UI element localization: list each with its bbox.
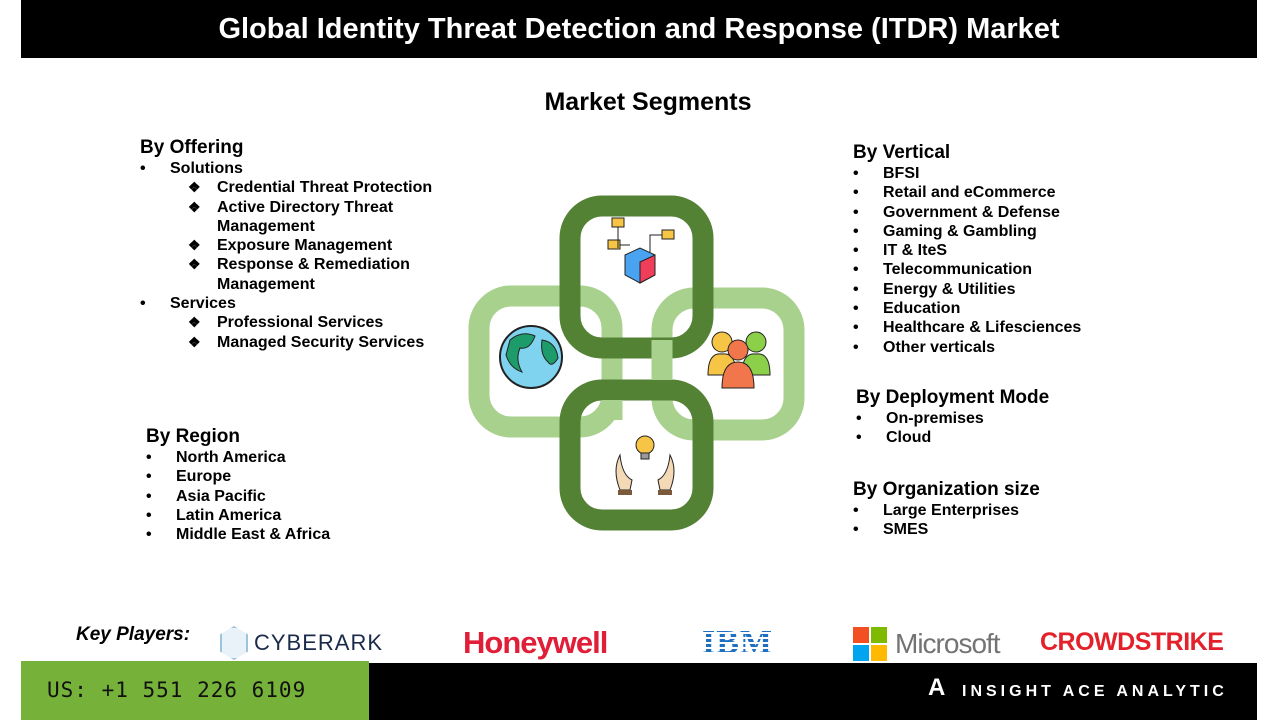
logo-microsoft: Microsoft [853,627,1001,661]
vertical-heading: By Vertical [853,142,951,163]
diamond-bullet-icon: ❖ [188,256,201,273]
list-item: BFSI [853,164,1081,184]
list-item: ❖Response & Remediation Management [188,256,410,293]
network-cube-icon [607,217,675,284]
region-block: By Region North America Europe Asia Paci… [146,426,330,545]
org-size-heading: By Organization size [853,479,1040,500]
list-item: ❖Active Directory Threat Management [188,198,394,235]
list-item: ❖Credential Threat Protection [188,179,433,197]
diamond-bullet-icon: ❖ [188,237,201,254]
left-link [468,285,623,438]
diamond-bullet-icon: ❖ [188,333,201,350]
bottom-link [559,379,714,531]
diamond-bullet-icon: ❖ [188,198,201,215]
insight-ace-logo-icon: A [928,674,946,701]
list-item: Education [853,299,1081,319]
list-item: Gaming & Gambling [853,222,1081,242]
list-item: Asia Pacific [146,487,330,507]
brand-name: INSIGHT ACE ANALYTIC [962,683,1228,700]
cyberark-hex-icon [220,626,248,660]
list-item: Telecommunication [853,260,1081,280]
diamond-bullet-icon: ❖ [188,314,201,331]
deployment-block: By Deployment Mode On-premises Cloud [856,387,1049,448]
top-link [559,195,714,359]
microsoft-squares-icon [853,627,887,661]
segments-chain-diagram [468,195,805,531]
list-item: ❖Professional Services [188,314,384,332]
list-item: Energy & Utilities [853,280,1081,300]
list-item: Healthcare & Lifesciences [853,318,1081,338]
list-item: IT & IteS [853,241,1081,261]
logo-crowdstrike: CROWDSTRIKE [1040,628,1224,656]
segments-title: Market Segments [544,88,752,116]
list-item: ❖Exposure Management [188,237,393,255]
list-item: SMES [853,520,1040,540]
page-title: Global Identity Threat Detection and Res… [21,0,1257,58]
footer-bar [369,663,1257,720]
logo-honeywell: Honeywell [463,625,608,660]
offering-block: By Offering Solutions ❖Credential Threat… [140,137,460,352]
vertical-block: By Vertical BFSI Retail and eCommerce Go… [853,142,1081,357]
list-item: Middle East & Africa [146,525,330,545]
region-heading: By Region [146,426,240,447]
phone-number: US: +1 551 226 6109 [21,661,369,720]
org-size-block: By Organization size Large Enterprises S… [853,479,1040,540]
people-group-icon [707,331,771,389]
key-players-label: Key Players: [76,624,191,645]
list-item: Cloud [856,428,1049,448]
diamond-bullet-icon: ❖ [188,179,201,196]
globe-icon [499,325,563,389]
deployment-heading: By Deployment Mode [856,387,1050,408]
list-item: Europe [146,467,330,487]
list-item: Latin America [146,506,330,526]
list-item: Large Enterprises [853,501,1040,521]
logo-ibm: IBM [702,624,773,661]
logo-cyberark: CYBERARK [220,625,383,661]
list-item: Government & Defense [853,203,1081,223]
list-item: Solutions [140,159,460,179]
list-item: ❖Managed Security Services [188,333,425,351]
list-item: Other verticals [853,338,1081,358]
list-item: On-premises [856,409,1049,429]
list-item: Retail and eCommerce [853,183,1081,203]
list-item: North America [146,448,330,468]
list-item: Services [140,294,460,314]
offering-heading: By Offering [140,137,244,158]
idea-hands-icon [615,435,675,495]
